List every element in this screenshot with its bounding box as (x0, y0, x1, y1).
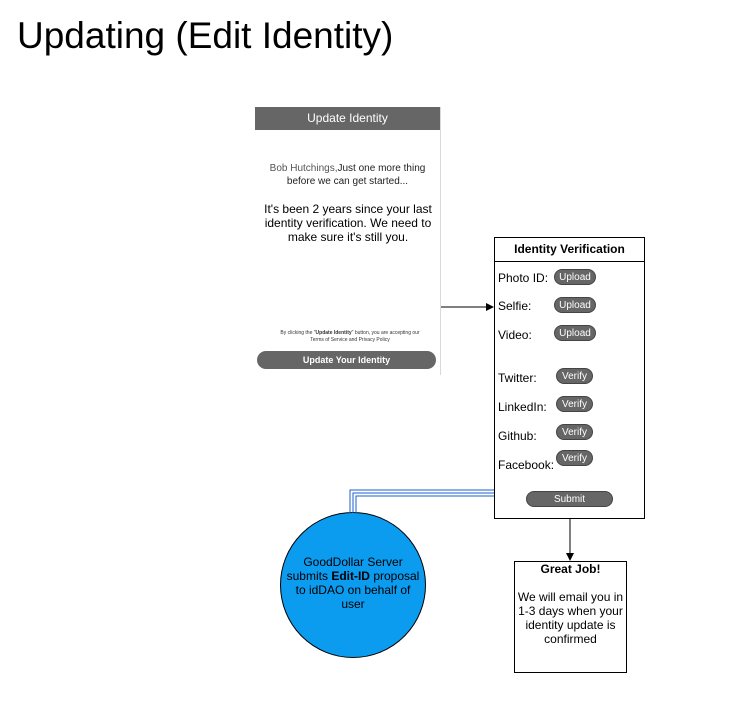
terms-link[interactable]: Terms of Service and Privacy Policy (310, 337, 390, 343)
terms-notice: By clicking the "Update Identity" button… (255, 330, 445, 344)
server-line1: GoodDollar Server (303, 555, 403, 569)
github-label: Github: (498, 429, 537, 443)
server-line2a: submits (286, 569, 332, 583)
linkedin-verify-button[interactable]: Verify (556, 396, 593, 412)
terms-text-c: " button, you are accepting our (351, 330, 420, 336)
facebook-label: Facebook: (498, 458, 555, 472)
selfie-upload-button[interactable]: Upload (554, 297, 596, 313)
server-line2c: proposal (369, 569, 420, 583)
twitter-label: Twitter: (498, 371, 537, 385)
panel-to-server-connector (349, 489, 494, 513)
page-title: Updating (Edit Identity) (17, 15, 394, 56)
phone-screen: Update Identity Bob Hutchings,Just one m… (255, 107, 441, 375)
server-line4: user (341, 597, 365, 611)
video-upload-button[interactable]: Upload (554, 325, 596, 341)
verification-title: Identity Verification (514, 242, 625, 256)
update-identity-button[interactable]: Update Your Identity (257, 351, 436, 369)
terms-text-a: By clicking the " (280, 330, 316, 336)
phone-greeting: Bob Hutchings,Just one more thing before… (255, 162, 440, 188)
submit-button[interactable]: Submit (526, 491, 613, 507)
video-label: Video: (498, 328, 532, 342)
result-message: We will email you in 1-3 days when your … (517, 590, 624, 646)
phone-message: It's been 2 years since your last identi… (264, 202, 432, 244)
great-job-box: Great Job! We will email you in 1-3 days… (514, 561, 627, 673)
greeting-name: Bob Hutchings, (269, 163, 338, 174)
greeting-line2: before we can get started... (286, 176, 409, 187)
gooddollar-server-node: GoodDollar Server submits Edit-ID propos… (280, 512, 426, 658)
title-divider (495, 261, 644, 262)
server-label: GoodDollar Server submits Edit-ID propos… (281, 555, 425, 611)
result-title: Great Job! (540, 562, 601, 576)
greeting-line1: Just one more thing (337, 163, 426, 174)
photo-id-upload-button[interactable]: Upload (554, 269, 596, 285)
terms-text-b: Update Identity (315, 330, 352, 336)
facebook-verify-button[interactable]: Verify (556, 450, 593, 466)
twitter-verify-button[interactable]: Verify (556, 368, 593, 384)
photo-id-label: Photo ID: (498, 271, 549, 285)
server-line2b: Edit-ID (331, 569, 370, 583)
linkedin-label: LinkedIn: (498, 400, 547, 414)
phone-header: Update Identity (255, 107, 440, 130)
server-line3: to idDAO on behalf of (295, 583, 411, 597)
selfie-label: Selfie: (498, 299, 532, 313)
github-verify-button[interactable]: Verify (556, 424, 593, 440)
